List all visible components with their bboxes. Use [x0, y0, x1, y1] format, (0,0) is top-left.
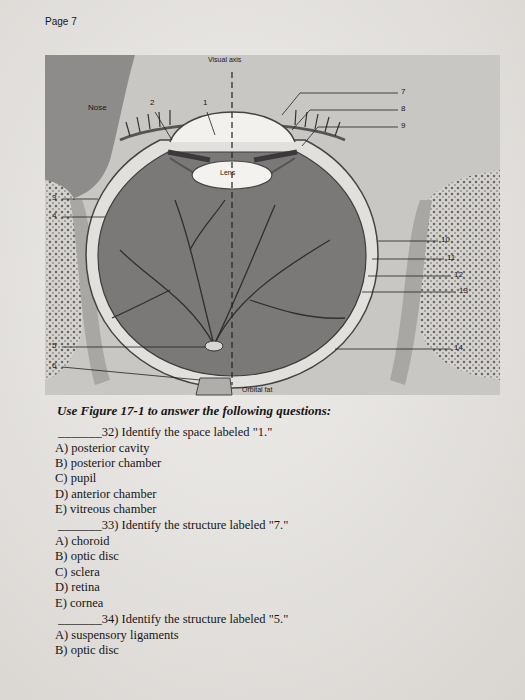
- callout-number: 5: [52, 341, 56, 350]
- callout-number: 7: [401, 87, 405, 96]
- part-label: Visual axis: [208, 56, 241, 64]
- part-label: Nose: [88, 103, 107, 112]
- part-label: Lens: [220, 169, 235, 177]
- answer-option: A) posterior cavity: [55, 441, 149, 455]
- callout-number: 4: [52, 211, 56, 220]
- answer-option: E) vitreous chamber: [55, 502, 156, 516]
- part-label: Orbital fat: [242, 386, 272, 394]
- answer-option: A) suspensory ligaments: [55, 628, 179, 642]
- callout-number: 14: [454, 343, 463, 352]
- callout-number: 11: [447, 253, 455, 262]
- callout-number: 3: [52, 193, 56, 202]
- question-text: _______33) Identify the structure labele…: [58, 518, 288, 532]
- answer-option: C) sclera: [55, 565, 100, 579]
- page-number: Page 7: [45, 16, 77, 28]
- callout-number: 13: [459, 286, 468, 295]
- callout-number: 12: [454, 270, 463, 279]
- answer-option: B) optic disc: [55, 643, 119, 657]
- callout-number: 8: [401, 104, 405, 113]
- callout-number: 10: [441, 235, 450, 244]
- answer-option: C) pupil: [55, 471, 96, 485]
- answer-option: B) posterior chamber: [55, 456, 161, 470]
- answer-option: E) cornea: [55, 596, 103, 610]
- answer-option: D) retina: [55, 580, 100, 594]
- answer-option: A) choroid: [55, 534, 110, 548]
- answer-option: D) anterior chamber: [55, 487, 156, 501]
- answer-option: B) optic disc: [55, 549, 119, 563]
- instruction-text: Use Figure 17-1 to answer the following …: [57, 404, 331, 419]
- question-text: _______32) Identify the space labeled "1…: [58, 425, 272, 439]
- question-text: _______34) Identify the structure labele…: [58, 612, 288, 626]
- callout-number: 9: [401, 121, 405, 130]
- callout-number: 1: [203, 98, 207, 107]
- callout-number: 2: [150, 98, 154, 107]
- callout-number: 6: [52, 361, 56, 370]
